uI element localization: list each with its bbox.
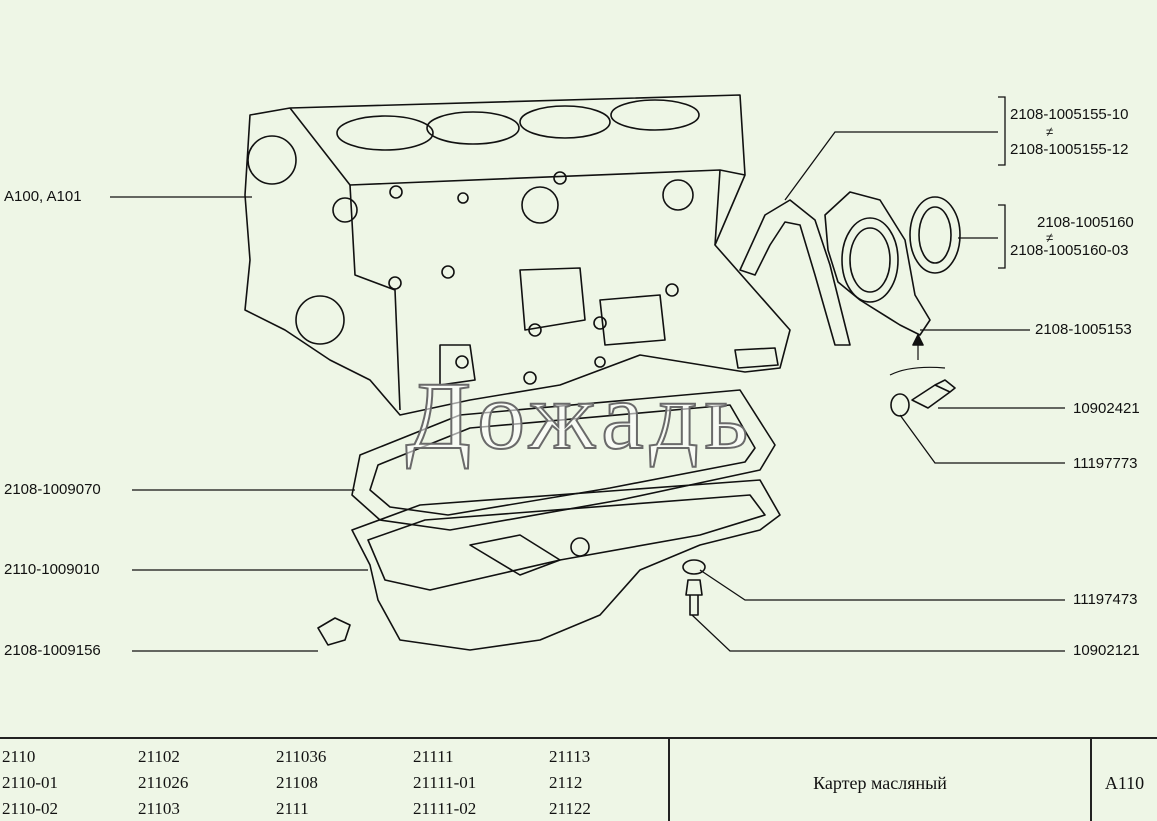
- model-code: 21108: [276, 773, 318, 792]
- exploded-parts-drawing: [110, 94, 1065, 652]
- pan-bolt-washer: [682, 559, 706, 575]
- label-rear-gasket-a: 2108-1005155-10: [1010, 106, 1129, 123]
- neq-symbol-2: ≠: [1046, 230, 1054, 245]
- drain-plug: [317, 617, 351, 646]
- seal-holder: [824, 191, 931, 336]
- model-code: 2112: [549, 773, 583, 792]
- model-code: 2110-01: [2, 773, 59, 792]
- label-pan-washer: 11197473: [1073, 591, 1138, 608]
- pan-bolt: [685, 579, 703, 616]
- page-title: Картер масляный: [813, 773, 947, 793]
- model-code: 21102: [138, 747, 180, 766]
- divider: [668, 739, 670, 821]
- label-drain-plug: 2108-1009156: [4, 642, 101, 659]
- oil-pan: [351, 479, 781, 651]
- holder-washer: [890, 393, 910, 417]
- holder-bolt: [911, 379, 956, 409]
- page-code: A110: [1104, 773, 1145, 793]
- label-bolt-holder: 10902421: [1073, 400, 1140, 417]
- label-engine-block: A100, A101: [4, 188, 82, 205]
- model-code: 2110-02: [2, 799, 59, 818]
- neq-symbol-1: ≠: [1046, 124, 1054, 139]
- label-seal-b: 2108-1005160-03: [1010, 242, 1129, 259]
- engine-block: [244, 94, 791, 416]
- model-code: 21111-01: [413, 773, 477, 792]
- watermark: Дожадь: [405, 361, 755, 470]
- model-code: 21111-02: [413, 799, 477, 818]
- rear-cover-gasket: [739, 199, 851, 346]
- model-code: 21122: [549, 799, 591, 818]
- model-code: 211026: [138, 773, 189, 792]
- label-washer: 11197773: [1073, 455, 1138, 472]
- label-holder: 2108-1005153: [1035, 321, 1132, 338]
- oil-seal: [909, 196, 961, 274]
- divider: [1090, 739, 1092, 821]
- model-code: 2111: [276, 799, 309, 818]
- model-code: 2110: [2, 747, 36, 766]
- model-code: 21103: [138, 799, 180, 818]
- label-oil-pan: 2110-1009010: [4, 561, 100, 578]
- label-seal-a: 2108-1005160: [1037, 214, 1134, 231]
- model-code: 21113: [549, 747, 591, 766]
- label-pan-gasket: 2108-1009070: [4, 481, 101, 498]
- model-code: 21111: [413, 747, 454, 766]
- label-pan-bolt: 10902121: [1073, 642, 1140, 659]
- title-block: 2110 2110-01 2110-02 21102 211026 21103 …: [0, 737, 1157, 821]
- model-code: 211036: [276, 747, 327, 766]
- label-rear-gasket-b: 2108-1005155-12: [1010, 141, 1129, 158]
